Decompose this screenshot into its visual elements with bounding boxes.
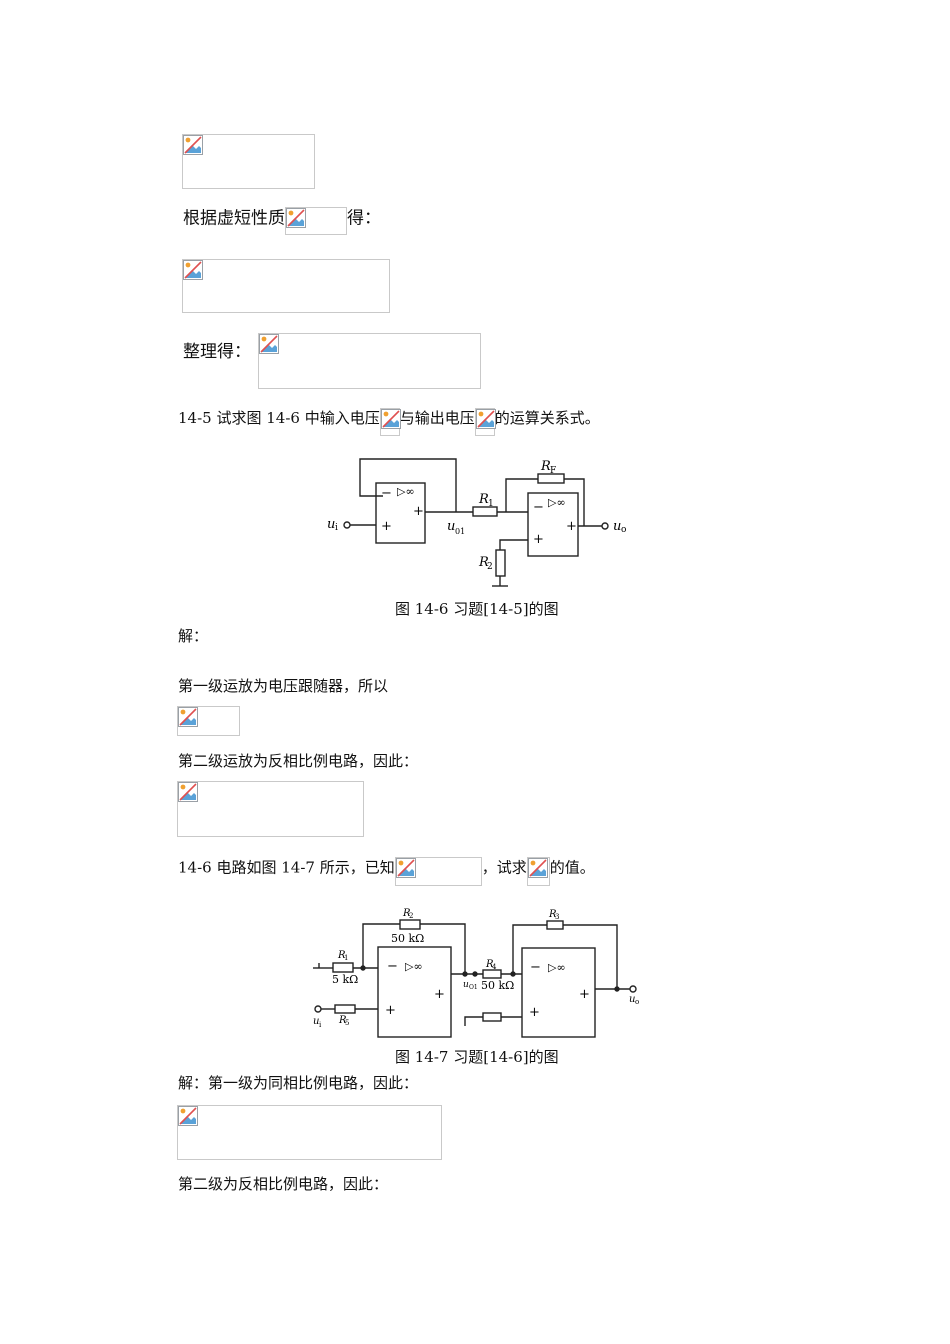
paragraph-virtual-short: 根据虚短性质得：	[183, 203, 381, 235]
question-14-6: 14-6 电路如图 14-7 所示，已知，试求的值。	[178, 851, 595, 886]
broken-image-icon	[286, 208, 306, 228]
svg-text:1: 1	[344, 954, 348, 962]
svg-text:+: +	[579, 987, 590, 1002]
svg-text:+: +	[533, 532, 544, 547]
label-r2: R	[478, 555, 489, 570]
label-r1: R	[478, 492, 489, 507]
resistor-r4	[482, 969, 502, 979]
label-r1: R	[337, 950, 346, 961]
label-r2: R	[402, 908, 411, 919]
svg-text:2: 2	[409, 912, 413, 920]
resistor-r3	[546, 920, 564, 930]
paragraph-stage2: 第二级运放为反相比例电路，因此：	[178, 752, 419, 770]
label-r3: R	[548, 909, 557, 920]
svg-text:i: i	[335, 523, 338, 533]
svg-text:+: +	[381, 519, 392, 534]
label-r2-value: 50 kΩ	[391, 932, 424, 945]
label-uo: u	[613, 519, 621, 534]
uo-symbol-image	[474, 408, 496, 436]
svg-text:▷∞: ▷∞	[548, 496, 566, 509]
broken-image-icon	[475, 409, 496, 429]
opamp-1	[377, 946, 452, 1038]
svg-text:o: o	[621, 525, 626, 535]
solution-label: 解：	[178, 627, 209, 645]
svg-text:−: −	[530, 960, 541, 975]
label-r1-value: 5 kΩ	[332, 973, 358, 986]
formula-image-2	[182, 259, 390, 313]
paragraph-stage1: 第一级运放为电压跟随器，所以	[178, 677, 389, 695]
resistor-r5	[334, 1004, 356, 1014]
resistor-r6	[482, 1012, 502, 1022]
svg-text:+: +	[385, 1003, 396, 1018]
label-ui: u	[313, 1016, 319, 1027]
broken-image-icon	[527, 858, 548, 878]
resistor-r1	[332, 962, 354, 973]
svg-text:+: +	[529, 1005, 540, 1020]
svg-text:−: −	[533, 500, 544, 515]
broken-image-icon	[395, 858, 416, 878]
opamp-2	[527, 492, 579, 557]
figure-caption-14-7: 图 14-7 习题[14-6]的图	[395, 1048, 559, 1066]
svg-text:i: i	[319, 1021, 322, 1029]
svg-text:+: +	[413, 504, 424, 519]
svg-text:5: 5	[345, 1019, 349, 1027]
label-uo1: u	[447, 519, 455, 534]
broken-image-icon	[183, 260, 203, 280]
svg-text:o: o	[635, 998, 639, 1006]
label-uo1: u	[463, 980, 469, 990]
svg-text:2: 2	[487, 562, 493, 572]
svg-text:F: F	[550, 466, 556, 476]
formula-image-6	[177, 1105, 442, 1160]
svg-text:+: +	[566, 519, 577, 534]
svg-text:▷∞: ▷∞	[397, 485, 415, 498]
svg-text:−: −	[381, 486, 392, 501]
resistor-r2	[399, 919, 421, 930]
formula-image-5	[177, 781, 364, 837]
label-ui: u	[327, 517, 335, 532]
svg-text:▷∞: ▷∞	[405, 960, 423, 973]
svg-text:O1: O1	[469, 984, 478, 991]
svg-text:1: 1	[488, 499, 494, 509]
broken-image-icon	[183, 135, 203, 155]
solution-stage1: 解：第一级为同相比例电路，因此：	[178, 1074, 419, 1092]
formula-image-4	[177, 706, 240, 736]
svg-text:3: 3	[555, 913, 559, 921]
label-rf: R	[540, 459, 551, 474]
circuit-figure-14-7: − ▷∞ + + − ▷∞ + + R 1 5 kΩ R 2 50 kΩ R 3…	[313, 908, 639, 1038]
label-rearrange: 整理得：	[183, 342, 251, 362]
label-r5: R	[338, 1015, 347, 1026]
svg-text:▷∞: ▷∞	[548, 961, 566, 974]
svg-text:4: 4	[492, 963, 497, 971]
svg-text:+: +	[434, 987, 445, 1002]
formula-image-3	[258, 333, 481, 389]
given-image	[394, 857, 482, 886]
opamp-1	[375, 482, 426, 544]
resistor-r2	[495, 549, 506, 577]
broken-image-icon	[259, 334, 279, 354]
target-image	[526, 857, 550, 886]
circuit-figure-14-6: − + + ▷∞ − + + ▷∞ u i u 01 u o R 1 R F R…	[327, 458, 626, 587]
broken-image-icon	[178, 782, 198, 802]
question-14-5: 14-5 试求图 14-6 中输入电压与输出电压的运算关系式。	[178, 402, 600, 436]
broken-image-icon	[380, 409, 401, 429]
svg-text:01: 01	[455, 527, 465, 536]
label-r4-value: 50 kΩ	[481, 979, 514, 992]
broken-image-icon	[178, 1106, 198, 1126]
label-uo: u	[629, 994, 635, 1005]
formula-image-inline	[285, 207, 347, 235]
paragraph-stage2b: 第二级为反相比例电路，因此：	[178, 1175, 389, 1193]
label-r4: R	[485, 959, 494, 970]
broken-image-icon	[178, 707, 198, 727]
svg-text:−: −	[387, 959, 398, 974]
ui-symbol-image	[379, 408, 401, 436]
formula-image-1	[182, 134, 315, 189]
opamp-2	[521, 947, 596, 1038]
figure-caption-14-6: 图 14-6 习题[14-5]的图	[395, 600, 559, 618]
